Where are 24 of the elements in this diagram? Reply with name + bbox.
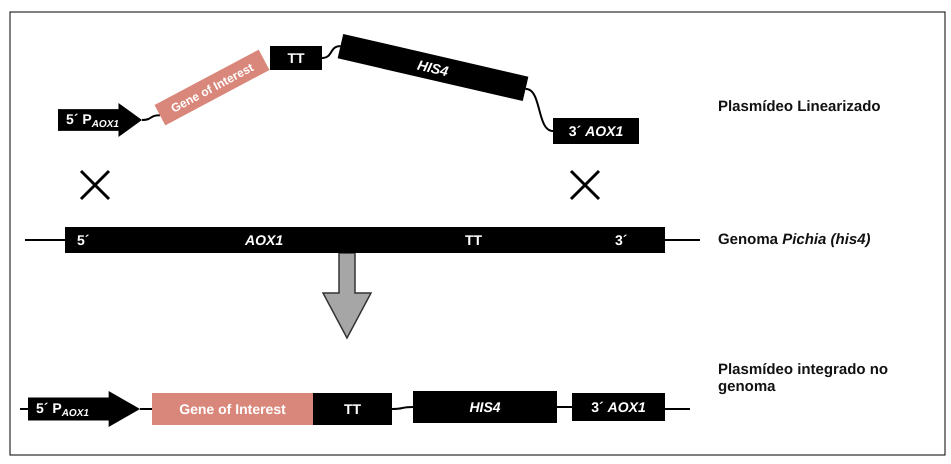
- segment-label: 3´: [615, 232, 628, 248]
- dna-strand: [557, 406, 572, 408]
- segment-label: AOX1: [245, 232, 284, 248]
- row-caption: Plasmídeo integrado no genoma: [718, 361, 890, 395]
- segment-label: TT: [465, 232, 482, 248]
- dna-strand: [322, 45, 340, 59]
- gene-segment: Gene of Interest: [152, 393, 313, 425]
- row-caption: Plasmídeo Linearizado: [718, 98, 881, 115]
- gene-segment: 3´ AOX1: [572, 393, 665, 421]
- segment-label: 5´: [77, 232, 90, 248]
- promoter-arrow: 5´ P$_{AOX1}$: [28, 391, 140, 427]
- gene-segment: TT: [313, 393, 392, 425]
- dna-strand: [140, 408, 152, 410]
- dna-strand: [525, 88, 554, 132]
- dna-strand: [142, 114, 160, 121]
- process-arrow: [322, 252, 372, 340]
- gene-segment: HIS4: [413, 391, 557, 423]
- chromosome-bar: [65, 227, 665, 253]
- gene-segment: 3´ AOX1: [553, 118, 639, 144]
- dna-strand: [392, 406, 414, 410]
- row-caption: Genoma Pichia (his4): [718, 231, 871, 248]
- gene-segment: TT: [270, 46, 322, 70]
- gene-segment: HIS4: [338, 34, 528, 102]
- promoter-arrow: 5´ P$_{AOX1}$: [58, 103, 142, 137]
